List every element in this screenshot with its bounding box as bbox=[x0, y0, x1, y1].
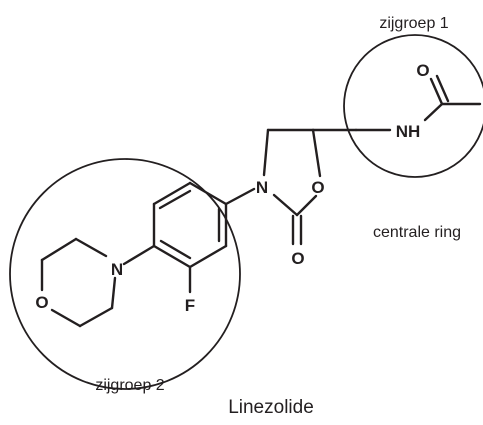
morpholine-oxygen-label: O bbox=[35, 293, 48, 312]
amide-oxygen-label: O bbox=[416, 61, 429, 80]
c2-o1-bond bbox=[295, 194, 318, 217]
amide-co-bond-2 bbox=[435, 74, 450, 103]
side-group-2-circle bbox=[9, 158, 241, 390]
morph-bond-5 bbox=[78, 306, 114, 328]
morph-bond-1 bbox=[74, 237, 108, 258]
ring-nitrogen-label: N bbox=[256, 178, 268, 197]
c4-n-bond bbox=[262, 128, 270, 177]
ph-bond-5 bbox=[188, 244, 228, 269]
ph-bond-1 bbox=[188, 181, 228, 206]
ring-oxygen-label: O bbox=[311, 178, 324, 197]
fluorophenyl-ring bbox=[152, 181, 228, 294]
n-aryl-bond bbox=[224, 187, 256, 206]
amide-nitrogen-label: NH bbox=[396, 122, 421, 141]
morpholine-nitrogen-label: N bbox=[111, 260, 123, 279]
nh-carbonyl-bond bbox=[423, 102, 444, 122]
side-group-1-circle bbox=[343, 34, 483, 178]
morph-bond-2 bbox=[40, 237, 78, 262]
acetamide-group bbox=[354, 74, 482, 132]
ph-inner-bond-2 bbox=[159, 239, 192, 260]
ph-bond-2 bbox=[152, 181, 192, 206]
morpholine-ring bbox=[40, 237, 156, 328]
aryl-morpholine-bond bbox=[122, 244, 156, 266]
carbonyl-oxygen-label: O bbox=[291, 249, 304, 268]
ph-bond-4 bbox=[152, 244, 192, 269]
amide-co-bond-1 bbox=[429, 77, 444, 106]
central-ring-label: centrale ring bbox=[373, 224, 461, 241]
n-c2-bond bbox=[272, 193, 299, 217]
molecule-name: Linezolide bbox=[228, 397, 314, 418]
oxazolidinone-ring bbox=[262, 128, 358, 246]
ph-inner-bond-1 bbox=[158, 189, 192, 210]
morph-bond-4 bbox=[50, 308, 82, 328]
side-group-2-label: zijgroep 2 bbox=[95, 377, 164, 394]
morph-bond-6 bbox=[110, 276, 117, 310]
side-group-1-label: zijgroep 1 bbox=[379, 15, 448, 32]
fluorine-label: F bbox=[185, 296, 195, 315]
o1-c5-bond bbox=[311, 128, 322, 178]
